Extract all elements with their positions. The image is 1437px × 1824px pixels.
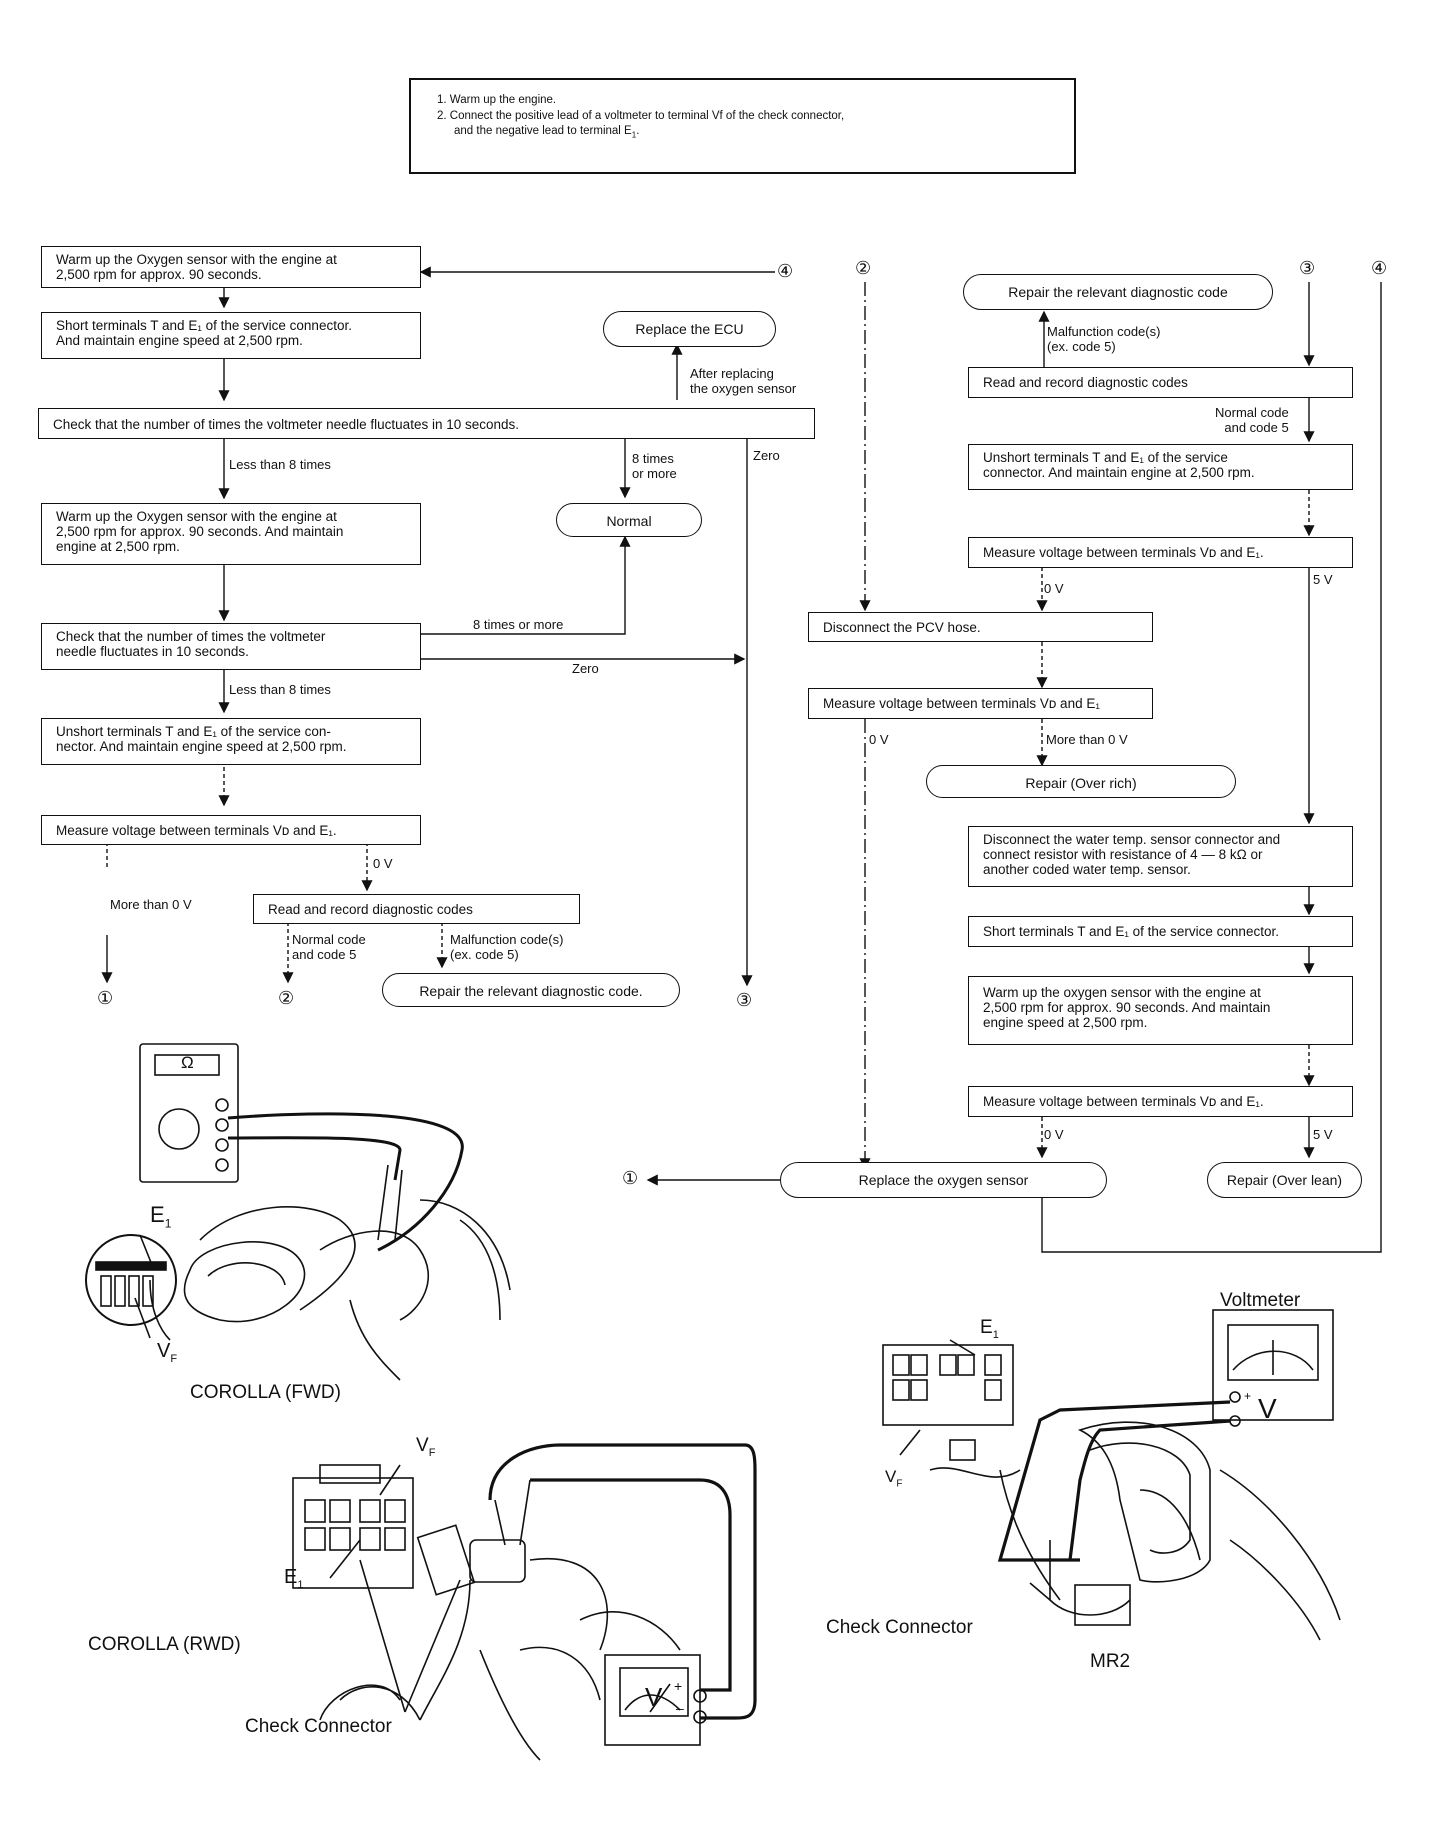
connector-1-right: ①	[622, 1168, 639, 1188]
corolla-rwd-illustration	[292, 1443, 757, 1761]
label-more-than-0v: More than 0 V	[110, 897, 192, 912]
label-vf-rwd: VF	[416, 1435, 436, 1459]
mr2-illustration	[882, 1309, 1341, 1641]
mr2-meter-minus: –	[1244, 1412, 1251, 1426]
mr2-meter-plus: +	[1244, 1389, 1252, 1403]
label-8-or-more-b: 8 times or more	[473, 617, 564, 632]
left-step-short: Short terminals T and E₁ of the service …	[41, 312, 421, 359]
intro-step-2: 2. Connect the positive lead of a voltme…	[437, 109, 845, 122]
label-zero-a: Zero	[753, 448, 780, 463]
connector-4-top: ④	[1371, 258, 1388, 278]
right-step-warmup: Warm up the oxygen sensor with the engin…	[968, 976, 1353, 1045]
ohmmeter-symbol: Ω	[181, 1053, 194, 1072]
connector-3-bottom: ③	[736, 990, 753, 1010]
label-normal-code-right: Normal code and code 5	[1215, 405, 1289, 435]
left-step-warmup: Warm up the Oxygen sensor with the engin…	[41, 246, 421, 288]
label-less-than-8-a: Less than 8 times	[229, 457, 331, 472]
label-less-than-8-b: Less than 8 times	[229, 682, 331, 697]
repair-over-rich-result: Repair (Over rich)	[926, 765, 1236, 798]
intro-step-2-cont: and the negative lead to terminal E1.	[454, 125, 640, 140]
label-malfunction-code-right: Malfunction code(s) (ex. code 5)	[1047, 324, 1161, 354]
repair-diagnostic-code-result: Repair the relevant diagnostic code.	[382, 973, 680, 1007]
right-step-disconnect-pcv: Disconnect the PCV hose.	[808, 612, 1153, 642]
caption-check-connector-mr2: Check Connector	[826, 1617, 973, 1638]
right-step-measure-3: Measure voltage between terminals Vᴅ and…	[968, 1086, 1353, 1117]
connector-1-bottom: ①	[97, 988, 114, 1008]
flow-line	[1041, 282, 1382, 1253]
intro-instructions: 1. Warm up the engine. 2. Connect the po…	[409, 78, 1076, 174]
label-more-than-0v-right: More than 0 V	[1046, 732, 1128, 747]
connector-4-left: ④	[777, 261, 794, 281]
mr2-meter-v-symbol: V	[1258, 1393, 1277, 1424]
repair-diagnostic-code-result-right: Repair the relevant diagnostic code	[963, 274, 1273, 310]
label-0v-right-c: 0 V	[1044, 1127, 1064, 1142]
right-step-measure-1: Measure voltage between terminals Vᴅ and…	[968, 537, 1353, 568]
right-step-unshort: Unshort terminals T and E₁ of the servic…	[968, 444, 1353, 490]
caption-mr2: MR2	[1090, 1651, 1131, 1672]
label-0v-right-a: 0 V	[1044, 581, 1064, 596]
label-vf-fwd: VF	[157, 1340, 178, 1365]
rwd-meter-plus: +	[674, 1678, 683, 1694]
right-step-short: Short terminals T and E₁ of the service …	[968, 916, 1353, 947]
left-step-read-codes: Read and record diagnostic codes	[253, 894, 580, 924]
repair-over-lean-result: Repair (Over lean)	[1207, 1162, 1362, 1198]
right-step-measure-2: Measure voltage between terminals Vᴅ and…	[808, 688, 1153, 719]
right-step-water-temp: Disconnect the water temp. sensor connec…	[968, 826, 1353, 887]
caption-corolla-fwd: COROLLA (FWD)	[190, 1382, 341, 1403]
right-step-read-codes: Read and record diagnostic codes	[968, 367, 1353, 398]
caption-voltmeter: Voltmeter	[1220, 1290, 1301, 1311]
replace-oxygen-sensor-result: Replace the oxygen sensor	[780, 1162, 1107, 1198]
connector-3-top: ③	[1299, 258, 1316, 278]
intro-step-1: 1. Warm up the engine.	[437, 94, 557, 106]
replace-ecu-result: Replace the ECU	[603, 311, 776, 347]
normal-result: Normal	[556, 503, 702, 537]
left-step-measure: Measure voltage between terminals Vᴅ and…	[41, 815, 421, 845]
label-e1-rwd: E1	[284, 1566, 304, 1591]
label-vf-mr2: VF	[885, 1467, 903, 1490]
left-step-check2: Check that the number of times the voltm…	[41, 623, 421, 670]
label-5v-right-a: 5 V	[1313, 572, 1333, 587]
label-0v-right-b: 0 V	[869, 732, 889, 747]
label-zero-b: Zero	[572, 661, 599, 676]
label-malfunction-code: Malfunction code(s) (ex. code 5)	[450, 932, 564, 962]
connector-2-top: ②	[855, 258, 872, 278]
flow-line	[420, 535, 631, 635]
label-normal-code: Normal code and code 5	[292, 932, 366, 962]
rwd-meter-v-symbol: V	[645, 1682, 663, 1712]
left-step-unshort: Unshort terminals T and E₁ of the servic…	[41, 718, 421, 765]
left-step-check1: Check that the number of times the voltm…	[38, 408, 815, 439]
label-0v: 0 V	[373, 856, 393, 871]
caption-check-connector-rwd: Check Connector	[245, 1716, 392, 1737]
left-step-warmup2: Warm up the Oxygen sensor with the engin…	[41, 503, 421, 565]
corolla-fwd-illustration	[85, 1043, 511, 1381]
connector-2-bottom: ②	[278, 988, 295, 1008]
rwd-meter-minus: –	[676, 1700, 684, 1716]
label-e1-mr2: E1	[980, 1317, 999, 1341]
caption-corolla-rwd: COROLLA (RWD)	[88, 1634, 241, 1655]
label-5v-right-c: 5 V	[1313, 1127, 1333, 1142]
label-8-or-more-a: 8 times or more	[632, 451, 677, 481]
label-e1-fwd: E1	[150, 1202, 172, 1231]
label-after-replacing: After replacing the oxygen sensor	[690, 366, 797, 396]
